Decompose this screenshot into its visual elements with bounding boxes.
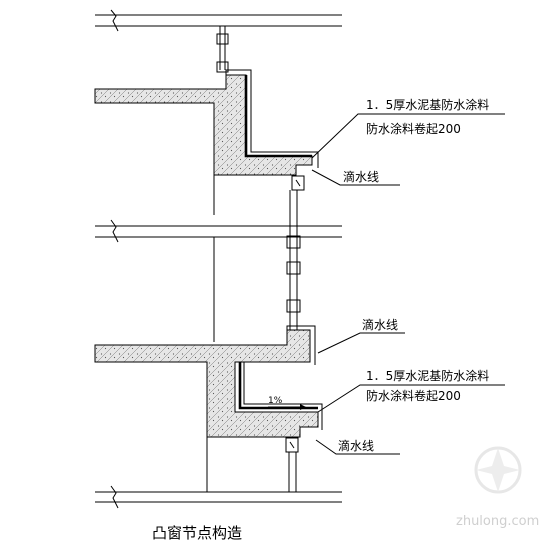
- lower-bay-slab: [94, 325, 323, 453]
- label-upper-drip-line: 滴水线: [343, 169, 379, 184]
- leader-lines: [311, 113, 505, 455]
- lower-waterproof-layer: [286, 325, 316, 365]
- lower-window-frame: [288, 452, 297, 492]
- middle-window-frame: [286, 190, 301, 330]
- bottom-slab: [95, 485, 342, 509]
- label-lower-coating-line1: 1．5厚水泥基防水涂料: [366, 368, 489, 383]
- label-lower-drip-line: 滴水线: [338, 438, 374, 453]
- upper-waterproof-layer: [225, 69, 319, 168]
- label-slope: 1%: [268, 396, 283, 406]
- watermark-logo: [474, 446, 522, 494]
- upper-window-frame: [216, 26, 229, 73]
- watermark-text: zhulong.com: [456, 514, 539, 529]
- label-middle-drip-line: 滴水线: [362, 317, 398, 332]
- middle-slab: [95, 219, 342, 243]
- top-slab: [95, 9, 342, 32]
- label-upper-coating-line1: 1．5厚水泥基防水涂料: [366, 97, 489, 112]
- upper-bay-slab: [94, 69, 319, 191]
- label-lower-coating-line2: 防水涂料卷起200: [366, 388, 461, 403]
- drawing-caption: 凸窗节点构造: [152, 524, 242, 542]
- label-upper-coating-line2: 防水涂料卷起200: [366, 121, 461, 136]
